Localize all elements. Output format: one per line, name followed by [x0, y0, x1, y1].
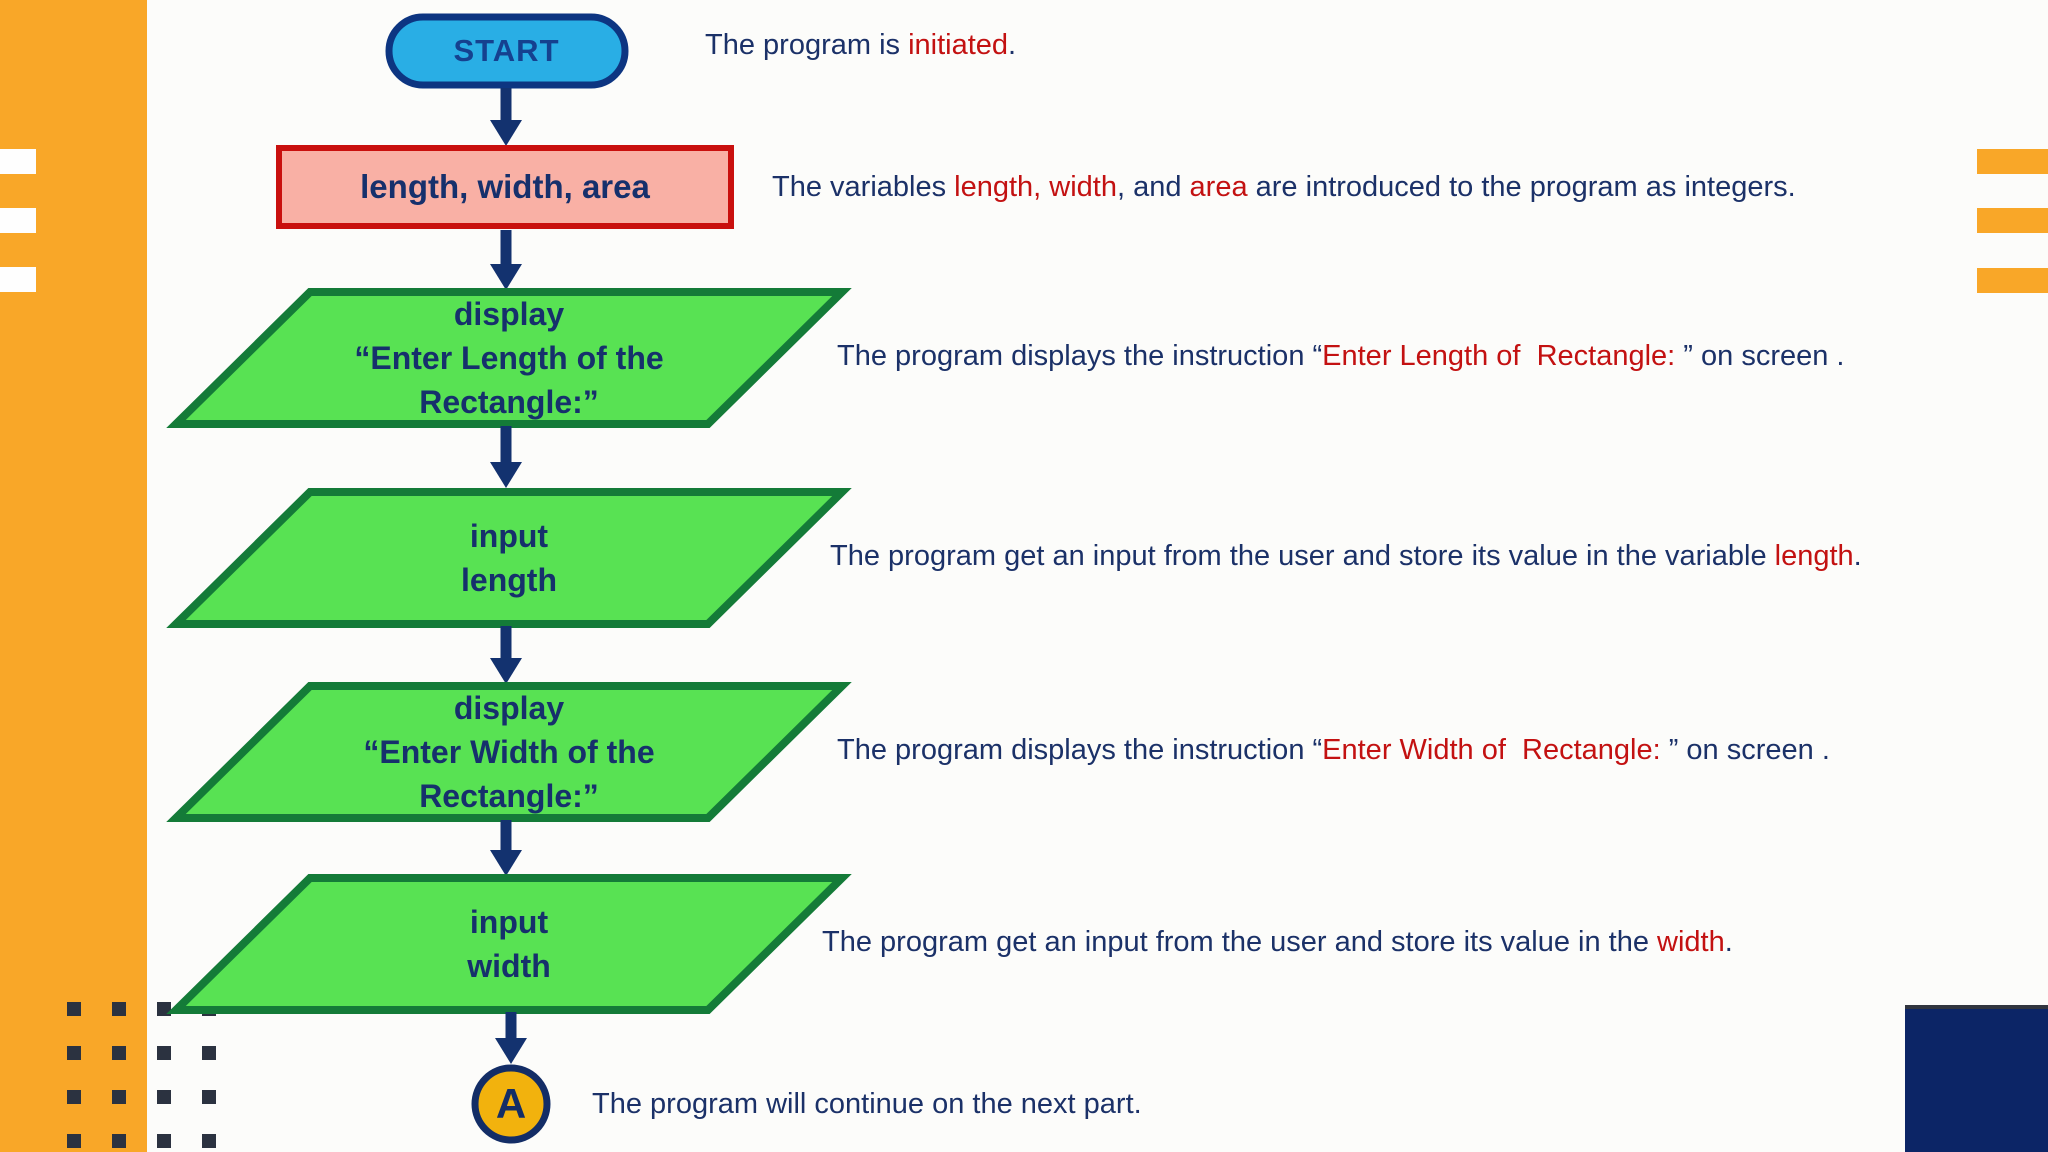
- input-width-io-shape: [166, 874, 852, 1014]
- right-orange-bar: [1977, 268, 2048, 293]
- connector-a-label: A: [495, 1080, 527, 1127]
- bottom-right-navy-block: [1905, 1005, 2048, 1152]
- left-bar-white-dash: [0, 149, 36, 174]
- arrow-input-length-to-display-width: [490, 626, 522, 684]
- right-orange-bar: [1977, 149, 2048, 174]
- right-orange-bar: [1977, 208, 2048, 233]
- input-length-io-label: input length: [461, 518, 557, 598]
- input-width-io-label: input width: [467, 904, 551, 984]
- start-terminator-label: START: [453, 32, 560, 68]
- display-width-io-shape: [166, 682, 852, 822]
- declare-process-shape: [276, 145, 734, 229]
- annotation-start: The program is initiated.: [705, 29, 1017, 61]
- annotation-input-length: The program get an input from the user a…: [830, 540, 1862, 572]
- start-terminator-shape: [385, 13, 629, 89]
- annotation-input-width: The program get an input from the user a…: [822, 926, 1733, 958]
- input-length-io-shape: [166, 488, 852, 628]
- annotation-display-length: The program displays the instruction “En…: [837, 340, 1845, 372]
- display-width-io-label: display “Enter Width of the Rectangle:”: [363, 690, 655, 814]
- arrow-display-width-to-input-width: [490, 820, 522, 876]
- annotation-continue: The program will continue on the next pa…: [592, 1088, 1142, 1120]
- annotation-display-width: The program displays the instruction “En…: [837, 734, 1830, 766]
- arrow-input-width-to-connector: [495, 1012, 527, 1064]
- arrow-display-length-to-input-length: [490, 426, 522, 488]
- arrow-start-to-declare: [490, 88, 522, 146]
- left-bar-white-dash: [0, 267, 36, 292]
- connector-a-shape: [471, 1064, 551, 1144]
- arrow-declare-to-display-length: [490, 230, 522, 290]
- declare-process-label: length, width, area: [360, 168, 650, 205]
- left-orange-bar: [0, 0, 147, 1152]
- display-length-io-label: display “Enter Length of the Rectangle:”: [354, 296, 664, 420]
- annotation-declare: The variables length, width, and area ar…: [772, 171, 1796, 203]
- left-bar-white-dash: [0, 208, 36, 233]
- display-length-io-shape: [166, 288, 852, 428]
